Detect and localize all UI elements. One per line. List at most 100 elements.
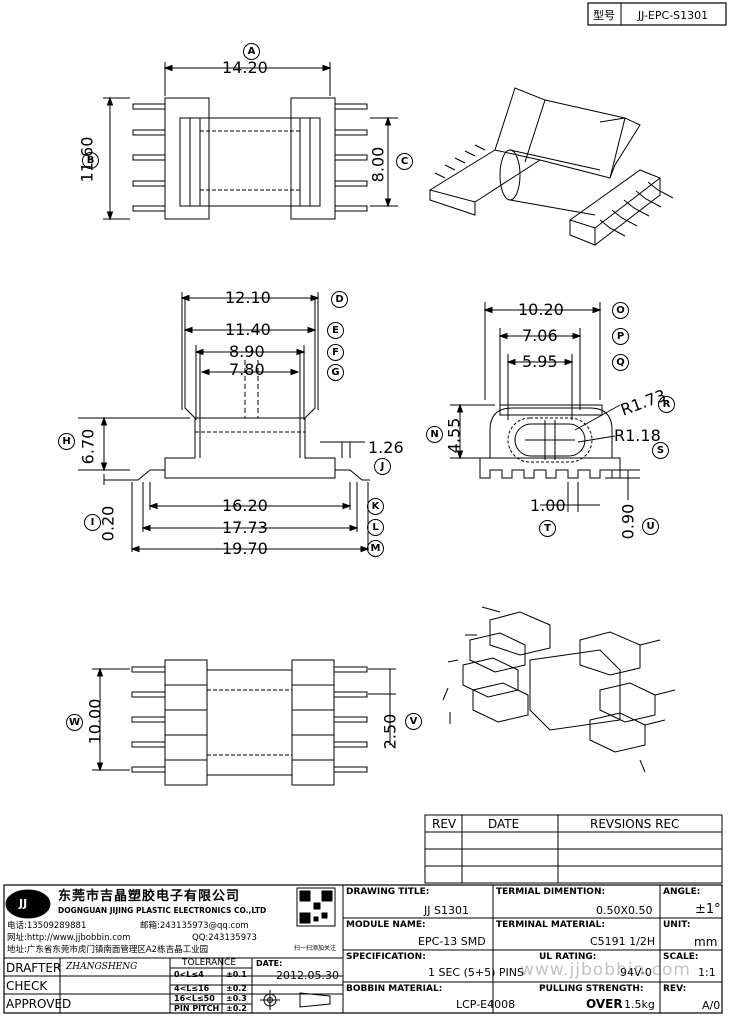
marker-B: B bbox=[82, 152, 99, 169]
company-name-cn: 东莞市吉晶塑胶电子有限公司 bbox=[58, 889, 241, 904]
drawing-title: JJ S1301 bbox=[424, 904, 469, 917]
dim-A-value: 14.20 bbox=[222, 58, 268, 77]
drafter-signature: ZHANGSHENG bbox=[66, 962, 138, 972]
dim-S-value: R1.18 bbox=[614, 426, 661, 445]
dim-C-value: 8.00 bbox=[368, 146, 388, 183]
date-value: 2012.05.30 bbox=[276, 969, 339, 982]
model-label: 型号 bbox=[593, 8, 615, 22]
front-view bbox=[78, 292, 370, 553]
pulling-strength-over: OVER bbox=[586, 997, 623, 1011]
tolerance-value-3: ±0.3 bbox=[226, 994, 247, 1003]
approved-label: APPROVED bbox=[6, 997, 72, 1011]
dim-L-value: 17.73 bbox=[222, 518, 268, 537]
pulling-strength: 1.5kg bbox=[624, 998, 655, 1011]
tolerance-value-2: ±0.2 bbox=[226, 984, 247, 993]
marker-G: G bbox=[327, 364, 344, 381]
dim-F-value: 8.90 bbox=[229, 342, 265, 361]
tolerance-label: TOLERANCE bbox=[182, 958, 237, 968]
rev-col-header: REV bbox=[432, 817, 457, 831]
qr-caption: 扫一扫添加关注 bbox=[294, 945, 337, 952]
marker-R: R bbox=[658, 396, 675, 413]
tolerance-value-4: ±0.2 bbox=[226, 1004, 247, 1013]
marker-T: T bbox=[539, 520, 556, 537]
isometric-view-top bbox=[428, 87, 674, 246]
ul-rating: 94V-0 bbox=[620, 966, 652, 979]
terminal-dimention-label: TERMIAL DIMENTION: bbox=[496, 887, 606, 897]
terminal-material-label: TERMINAL MATERIAL: bbox=[496, 920, 605, 930]
scale-value: 1:1 bbox=[698, 966, 716, 979]
dim-T-value: 1.00 bbox=[530, 496, 566, 515]
bobbin-material-label: BOBBIN MATERIAL: bbox=[346, 984, 443, 994]
drafter-label: DRAFTER bbox=[6, 961, 62, 975]
dim-W-value: 10.00 bbox=[85, 698, 105, 745]
rev-value: A/0 bbox=[702, 999, 721, 1012]
module-name-label: MODULE NAME: bbox=[346, 920, 426, 930]
company-web: 网址:http://www.jjbobbin.com bbox=[7, 933, 131, 943]
angle-value: ±1° bbox=[695, 902, 721, 917]
dim-M-value: 19.70 bbox=[222, 539, 268, 558]
marker-E: E bbox=[327, 322, 344, 339]
marker-A: A bbox=[243, 43, 260, 60]
dim-G-value: 7.80 bbox=[229, 360, 265, 379]
dim-K-value: 16.20 bbox=[222, 496, 268, 515]
angle-label: ANGLE: bbox=[663, 887, 701, 897]
marker-Q: Q bbox=[612, 354, 629, 371]
dim-I-value: 0.20 bbox=[98, 505, 118, 542]
marker-V: V bbox=[405, 713, 422, 730]
marker-N: N bbox=[426, 426, 443, 443]
marker-F: F bbox=[327, 344, 344, 361]
dim-O-value: 10.20 bbox=[518, 300, 564, 319]
ul-rating-label: UL RATING: bbox=[539, 952, 597, 962]
isometric-view-bottom bbox=[442, 606, 676, 773]
dim-U-value: 0.90 bbox=[618, 503, 638, 540]
marker-M: M bbox=[367, 540, 384, 557]
model-box: 型号 JJ-EPC-S1301 bbox=[587, 2, 727, 26]
title-block bbox=[3, 884, 723, 1014]
scale-label: SCALE: bbox=[663, 952, 699, 962]
pulling-strength-label: PULLING STRENGTH: bbox=[539, 984, 644, 994]
date-col-header: DATE bbox=[488, 817, 520, 831]
tolerance-range-4: PIN PITCH bbox=[174, 1004, 220, 1013]
logo-text: JJ bbox=[19, 897, 28, 910]
terminal-material: C5191 1/2H bbox=[590, 935, 656, 948]
terminal-dimention: 0.50X0.50 bbox=[596, 904, 653, 917]
tolerance-value-1: ±0.1 bbox=[226, 970, 247, 979]
check-label: CHECK bbox=[6, 979, 48, 993]
module-name: EPC-13 SMD bbox=[418, 935, 486, 948]
rev-label: REV: bbox=[663, 984, 687, 994]
specification: 1 SEC (5+5) PINS bbox=[428, 966, 524, 979]
bobbin-material: LCP-E4008 bbox=[456, 998, 516, 1011]
marker-L: L bbox=[367, 519, 384, 536]
marker-W: W bbox=[66, 714, 83, 731]
bottom-view bbox=[92, 659, 396, 786]
marker-H: H bbox=[58, 433, 75, 450]
dim-P-value: 7.06 bbox=[522, 326, 558, 345]
company-email: 邮箱:243135973@qq.com bbox=[140, 921, 249, 931]
marker-C: C bbox=[396, 153, 413, 170]
dim-J-value: 1.26 bbox=[368, 438, 404, 457]
marker-J: J bbox=[374, 458, 391, 475]
drawing-title-label: DRAWING TITLE: bbox=[346, 887, 430, 897]
dim-Q-value: 5.95 bbox=[522, 352, 558, 371]
dim-D-value: 12.10 bbox=[225, 288, 271, 307]
specification-label: SPECIFICATION: bbox=[346, 952, 426, 962]
watermark: www.jjbobbin.com bbox=[520, 960, 691, 980]
marker-P: P bbox=[612, 328, 629, 345]
dim-E-value: 11.40 bbox=[225, 320, 271, 339]
marker-K: K bbox=[367, 498, 384, 515]
unit-label: UNIT: bbox=[663, 920, 691, 930]
qr-code bbox=[296, 887, 336, 927]
marker-U: U bbox=[642, 518, 659, 535]
dim-H-value: 6.70 bbox=[78, 428, 98, 465]
unit-value: mm bbox=[694, 935, 718, 949]
top-view bbox=[103, 62, 398, 221]
revisions-col-header: REVSIONS REC bbox=[590, 817, 680, 831]
marker-I: I bbox=[84, 514, 101, 531]
marker-O: O bbox=[612, 302, 629, 319]
company-phone: 电话:13509289881 bbox=[7, 921, 87, 931]
date-label: DATE: bbox=[256, 959, 283, 968]
company-name-en: DOGNGUAN JIJING PLASTIC ELECTRONICS CO.,… bbox=[58, 906, 267, 915]
company-address: 地址:广东省东莞市虎门镇南面管理区A2栋吉晶工业园 bbox=[7, 945, 209, 955]
tolerance-range-3: 16<L≤50 bbox=[174, 994, 215, 1003]
